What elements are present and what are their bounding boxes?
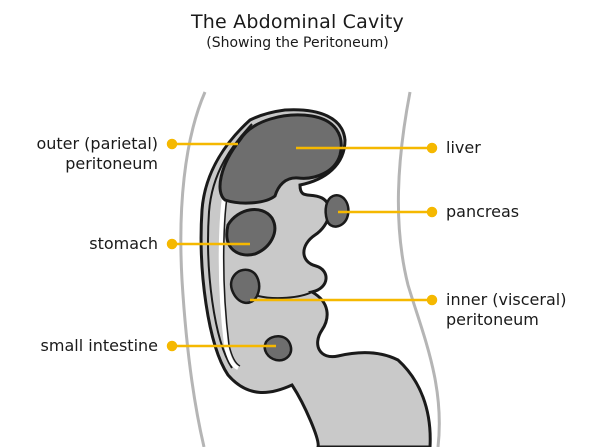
label-outer-peritoneum-line2: peritoneum — [8, 154, 158, 174]
label-small-intestine: small intestine — [8, 336, 158, 356]
label-outer-peritoneum: outer (parietal) peritoneum — [8, 134, 158, 174]
leader-dot-inner-peritoneum — [428, 296, 436, 304]
label-stomach: stomach — [8, 234, 158, 254]
leader-dot-liver — [428, 144, 436, 152]
leader-dot-small-intestine — [168, 342, 176, 350]
label-inner-peritoneum: inner (visceral) peritoneum — [446, 290, 566, 330]
label-outer-peritoneum-line1: outer (parietal) — [8, 134, 158, 154]
colon-shape — [231, 270, 259, 303]
leader-dot-outer-peritoneum — [168, 140, 176, 148]
leader-dot-stomach — [168, 240, 176, 248]
small-intestine-shape — [265, 336, 291, 360]
label-inner-peritoneum-line1: inner (visceral) — [446, 290, 566, 310]
label-pancreas: pancreas — [446, 202, 519, 222]
label-inner-peritoneum-line2: peritoneum — [446, 310, 566, 330]
leader-dot-pancreas — [428, 208, 436, 216]
label-liver: liver — [446, 138, 481, 158]
